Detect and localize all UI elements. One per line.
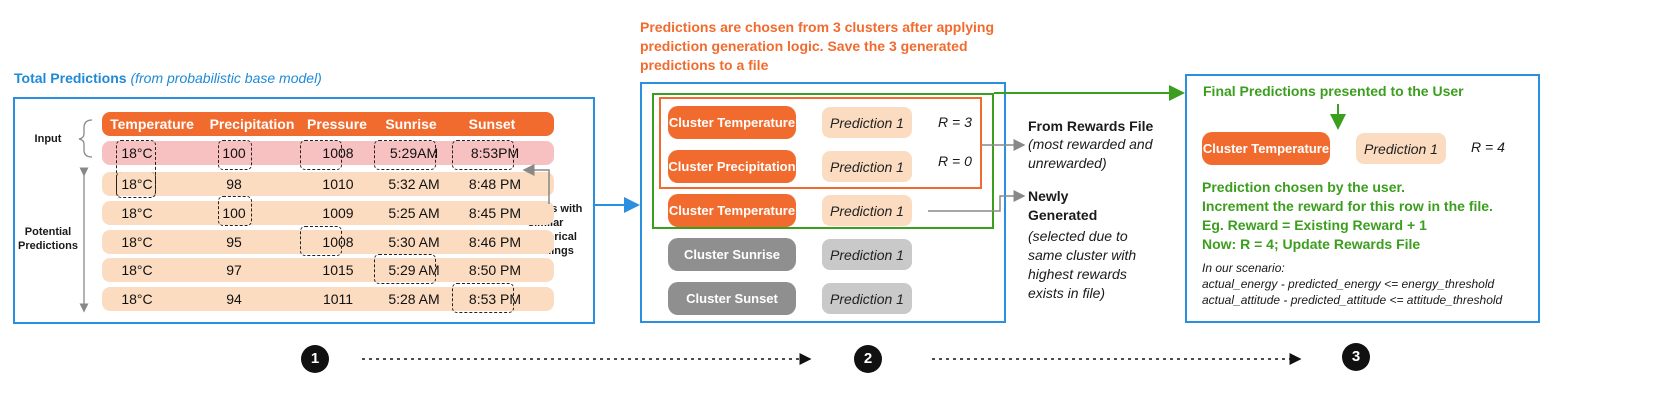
prediction-box-3: Prediction 1 bbox=[822, 195, 912, 226]
table-row: 18°C 97 1015 5:29 AM 8:50 PM bbox=[102, 258, 554, 282]
header-precipitation: Precipitation bbox=[209, 116, 295, 132]
input-cell-pressure: 1008 bbox=[322, 145, 354, 161]
panel-clusters bbox=[640, 82, 1006, 323]
header-sunrise: Sunrise bbox=[385, 116, 437, 132]
panel2-title: Predictions are chosen from 3 clusters a… bbox=[640, 19, 994, 73]
cluster-pill-5: Cluster Sunset bbox=[668, 282, 796, 315]
prediction-box-2: Prediction 1 bbox=[822, 151, 912, 182]
final-line-3: Eg. Reward = Existing Reward + 1 bbox=[1202, 217, 1427, 233]
highlight-temperature bbox=[116, 140, 156, 197]
input-cell-sunrise: 5:29AM bbox=[389, 145, 439, 161]
final-line-4: Now: R = 4; Update Rewards File bbox=[1202, 236, 1421, 252]
final-prediction-box: Prediction 1 bbox=[1356, 133, 1446, 164]
step-1-badge: 1 bbox=[301, 345, 329, 373]
prediction-box-5: Prediction 1 bbox=[822, 283, 912, 314]
row3-sunrise: 5:30 AM bbox=[388, 234, 440, 250]
panel3-title: Final Predictions presented to the User bbox=[1203, 83, 1464, 99]
step-3-badge: 3 bbox=[1342, 343, 1370, 371]
table-row: 18°C 94 1011 5:28 AM 8:53 PM bbox=[102, 287, 554, 311]
input-cell-temperature: 18°C bbox=[121, 145, 153, 161]
row3-temperature: 18°C bbox=[121, 234, 153, 250]
highlight-sunrise-row4 bbox=[374, 254, 436, 284]
row1-sunrise: 5:32 AM bbox=[388, 176, 440, 192]
cluster-pill-1: Cluster Temperature bbox=[668, 106, 796, 139]
panel1-title-sub: (from probabilistic base model) bbox=[130, 70, 322, 86]
green-selection-box bbox=[652, 93, 994, 229]
row4-sunset: 8:50 PM bbox=[468, 262, 522, 278]
row1-precipitation: 98 bbox=[226, 176, 242, 192]
cluster-pill-4: Cluster Sunrise bbox=[668, 238, 796, 271]
row4-sunrise: 5:29 AM bbox=[388, 262, 440, 278]
highlight-precip-input bbox=[218, 140, 252, 170]
scenario-title: In our scenario: bbox=[1202, 261, 1285, 275]
reward-label-2: R = 0 bbox=[938, 153, 972, 169]
highlight-sunset-row5 bbox=[452, 283, 514, 313]
input-cell-sunset: 8:53PM bbox=[470, 145, 520, 161]
header-pressure: Pressure bbox=[307, 116, 367, 132]
rewards-file-title: From Rewards File bbox=[1028, 118, 1154, 134]
row2-temperature: 18°C bbox=[121, 205, 153, 221]
row4-temperature: 18°C bbox=[121, 262, 153, 278]
row1-temperature: 18°C bbox=[121, 176, 153, 192]
row1-pressure: 1010 bbox=[322, 176, 354, 192]
highlight-temperature-row1 bbox=[116, 172, 156, 198]
input-brace bbox=[78, 119, 93, 158]
header-sunset: Sunset bbox=[468, 116, 516, 132]
input-cell-precipitation: 100 bbox=[222, 145, 246, 161]
row4-pressure: 1015 bbox=[322, 262, 354, 278]
panel1-title: Total Predictions (from probabilistic ba… bbox=[14, 70, 322, 86]
final-line-2: Increment the reward for this row in the… bbox=[1202, 198, 1493, 214]
rewards-file-sub: (most rewarded and unrewarded) bbox=[1028, 136, 1153, 171]
row3-pressure: 1008 bbox=[322, 234, 354, 250]
rows-similar-arrow bbox=[522, 164, 550, 204]
row2-sunrise: 5:25 AM bbox=[388, 205, 440, 221]
highlight-sunrise-input bbox=[374, 140, 436, 170]
table-row: 18°C 95 1008 5:30 AM 8:46 PM bbox=[102, 230, 554, 254]
row1-sunset: 8:48 PM bbox=[468, 176, 522, 192]
highlight-precip-row2 bbox=[218, 196, 252, 226]
highlight-pressure-input bbox=[300, 140, 342, 170]
newly-generated-sub: (selected due to same cluster with highe… bbox=[1028, 228, 1137, 301]
row5-temperature: 18°C bbox=[121, 291, 153, 307]
highlight-sunset-input bbox=[452, 140, 514, 170]
scenario-line-1: actual_energy - predicted_energy <= ener… bbox=[1202, 277, 1495, 291]
final-cluster-pill: Cluster Temperature bbox=[1202, 132, 1330, 165]
panel-total-predictions bbox=[13, 97, 595, 324]
panel-final-predictions bbox=[1185, 74, 1540, 323]
newly-generated-arrow bbox=[928, 190, 1026, 212]
prediction-box-4: Prediction 1 bbox=[822, 239, 912, 270]
input-label: Input bbox=[34, 133, 62, 145]
row2-pressure: 1009 bbox=[322, 205, 354, 221]
final-reward-label: R = 4 bbox=[1471, 139, 1505, 155]
row5-precipitation: 94 bbox=[226, 291, 242, 307]
row5-pressure: 1011 bbox=[322, 291, 354, 307]
highlight-pressure-row3 bbox=[300, 226, 342, 256]
step-2-badge: 2 bbox=[854, 345, 882, 373]
row3-precipitation: 95 bbox=[226, 234, 242, 250]
table-row: 18°C 100 1009 5:25 AM 8:45 PM bbox=[102, 201, 554, 225]
row5-sunrise: 5:28 AM bbox=[388, 291, 440, 307]
scenario-line-2: actual_attitude - predicted_attitude <= … bbox=[1202, 293, 1503, 307]
panel1-title-text: Total Predictions bbox=[14, 70, 127, 86]
reward-label-1: R = 3 bbox=[938, 114, 972, 130]
newly-generated-title: Newly Generated bbox=[1028, 188, 1098, 223]
header-temperature: Temperature bbox=[110, 116, 194, 132]
input-row: 18°C 100 1008 5:29AM 8:53PM bbox=[102, 141, 554, 165]
row3-sunset: 8:46 PM bbox=[468, 234, 522, 250]
table-header-row: Temperature Precipitation Pressure Sunri… bbox=[102, 112, 554, 136]
row4-precipitation: 97 bbox=[226, 262, 242, 278]
row2-sunset: 8:45 PM bbox=[468, 205, 522, 221]
prediction-box-1: Prediction 1 bbox=[822, 107, 912, 138]
table-row: 18°C 98 1010 5:32 AM 8:48 PM bbox=[102, 172, 554, 196]
row2-precipitation: 100 bbox=[222, 205, 246, 221]
cluster-pill-3: Cluster Temperature bbox=[668, 194, 796, 227]
final-line-1: Prediction chosen by the user. bbox=[1202, 179, 1406, 195]
potential-predictions-label: Potential Predictions bbox=[18, 226, 78, 252]
orange-rewards-box bbox=[659, 97, 982, 189]
cluster-pill-2: Cluster Precipitation bbox=[668, 150, 796, 183]
row5-sunset: 8:53 PM bbox=[468, 291, 522, 307]
